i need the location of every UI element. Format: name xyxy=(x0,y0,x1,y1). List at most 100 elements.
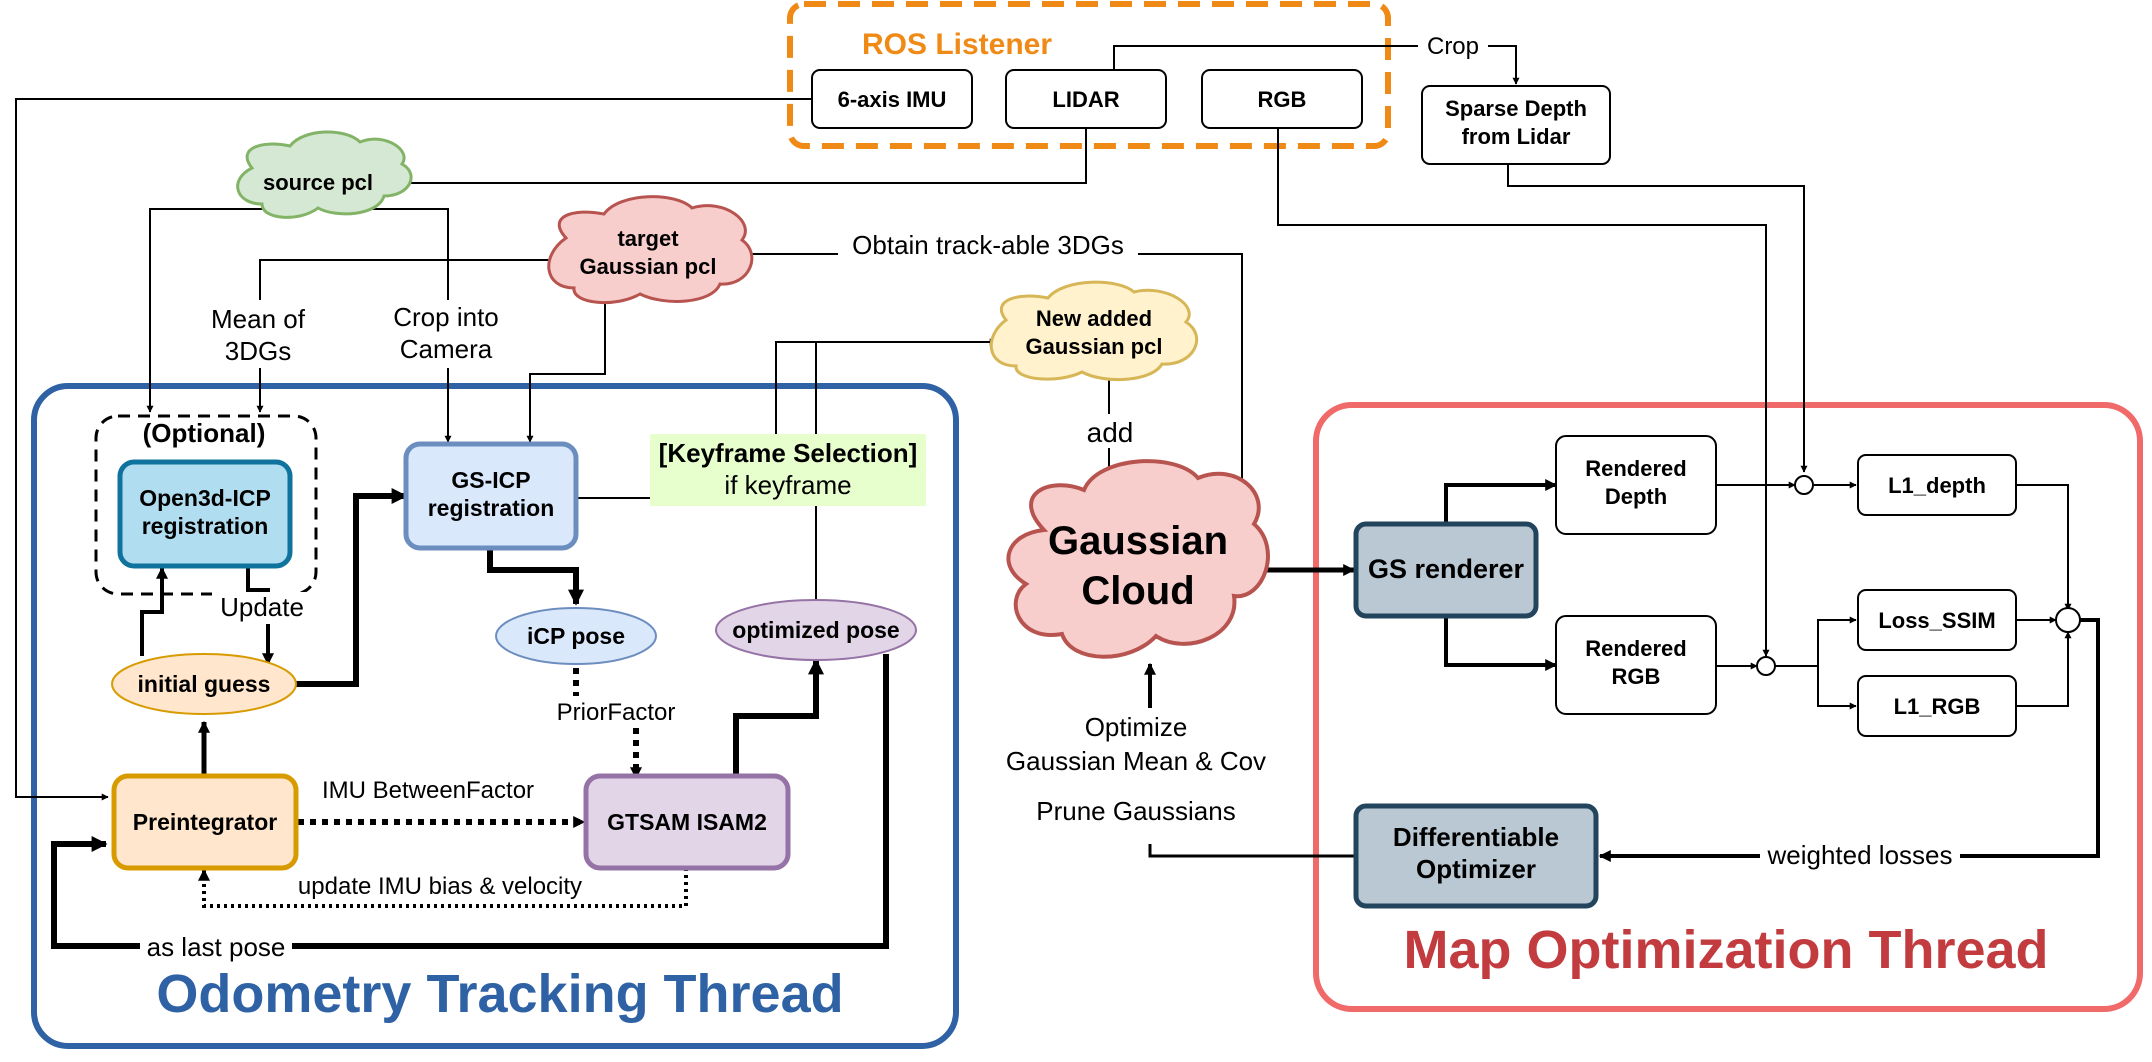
crop-label-bg xyxy=(1418,30,1488,60)
edge-keyframe-to-new-added xyxy=(775,338,997,468)
prior-label: PriorFactor xyxy=(557,699,676,726)
keyframe-selection-node[interactable] xyxy=(650,434,926,506)
loss-ssim-label: Loss_SSIM xyxy=(1878,608,1995,633)
prune-label: Prune Gaussians xyxy=(1036,796,1235,826)
ros-listener-title: ROS Listener xyxy=(862,28,1052,61)
edge-optimized-to-preint-last xyxy=(51,654,889,949)
sparse-depth-line1: Sparse Depth xyxy=(1445,96,1587,121)
loss-ssim-node[interactable] xyxy=(1857,589,2017,651)
icp-pose-node[interactable] xyxy=(495,607,657,665)
diff-optimizer-node[interactable] xyxy=(1353,803,1599,909)
new-added-line1: New added xyxy=(1036,306,1152,331)
update-label-bg xyxy=(212,592,312,624)
crop-label: Crop xyxy=(1427,33,1479,60)
edge-l1depth-to-sum xyxy=(2016,484,2072,611)
l1-rgb-label: L1_RGB xyxy=(1894,694,1981,719)
diff-optimizer-line1: Differentiable xyxy=(1393,822,1559,852)
l1-rgb-node[interactable] xyxy=(1857,675,2017,737)
icp-pose-label: iCP pose xyxy=(527,623,625,649)
initial-guess-node[interactable] xyxy=(111,653,297,715)
rendered-rgb-line2: RGB xyxy=(1612,664,1661,689)
optional-label: (Optional) xyxy=(143,418,266,448)
keyframe-line1: [Keyframe Selection] xyxy=(659,438,918,468)
edge-renderer-to-rgb xyxy=(1444,616,1558,671)
edge-gsicp-to-icp-pose xyxy=(487,550,584,606)
diff-optimizer-line2: Optimizer xyxy=(1416,854,1536,884)
rendered-depth-node[interactable] xyxy=(1555,435,1717,535)
l1-depth-node[interactable] xyxy=(1857,454,2017,516)
l1-depth-label: L1_depth xyxy=(1888,473,1986,498)
edge-open3d-to-initial-guess xyxy=(246,568,274,666)
edge-target-to-gsicp xyxy=(526,290,606,443)
mean-of-line2: 3DGs xyxy=(225,336,291,366)
mean-of-label-bg xyxy=(196,300,322,368)
edge-sparse-to-depth-merge xyxy=(1507,164,1808,473)
edge-merge-to-ssim xyxy=(1775,616,1857,667)
add-label-bg xyxy=(1084,414,1136,448)
rgb-label: RGB xyxy=(1258,87,1307,112)
rgb-node[interactable] xyxy=(1201,69,1363,129)
edge-optimizer-to-cloud xyxy=(1148,844,1356,858)
imu-label: 6-axis IMU xyxy=(838,87,947,112)
preintegrator-node[interactable] xyxy=(111,773,299,871)
edge-initial-guess-to-open3d xyxy=(140,566,168,656)
optimize-line2: Gaussian Mean & Cov xyxy=(1006,746,1266,776)
lidar-label: LIDAR xyxy=(1052,87,1119,112)
obtain-label: Obtain track-able 3DGs xyxy=(852,230,1124,260)
gs-icp-line2: registration xyxy=(428,495,555,521)
gaussian-cloud-line1: Gaussian xyxy=(1048,519,1228,563)
target-pcl-cloud[interactable]: target Gaussian pcl xyxy=(547,195,754,305)
open3d-icp-node[interactable] xyxy=(117,459,293,569)
crop-into-line2: Camera xyxy=(400,334,493,364)
weighted-losses-bg xyxy=(1760,840,1960,872)
target-pcl-line1: target xyxy=(617,226,679,251)
update-bias-label-bg xyxy=(268,872,612,902)
optional-container xyxy=(94,414,318,596)
edge-imu-to-preintegrator xyxy=(15,98,812,801)
gaussian-cloud[interactable]: Gaussian Cloud xyxy=(1006,459,1270,659)
update-label: Update xyxy=(220,592,304,622)
gaussian-cloud-line2: Cloud xyxy=(1081,569,1194,613)
gs-icp-node[interactable] xyxy=(403,441,579,551)
edge-rgb-to-rgb-merge xyxy=(1277,129,1770,657)
edge-renderer-to-depth xyxy=(1444,479,1558,524)
new-added-cloud[interactable]: New added Gaussian pcl xyxy=(989,280,1199,382)
lidar-node[interactable] xyxy=(1005,69,1167,129)
open3d-icp-line2: registration xyxy=(142,513,269,539)
optimize-label-bg xyxy=(996,708,1288,782)
gtsam-node[interactable] xyxy=(583,773,791,871)
keyframe-line2: if keyframe xyxy=(724,470,851,500)
source-pcl-cloud[interactable]: source pcl xyxy=(236,130,413,219)
target-pcl-line2: Gaussian pcl xyxy=(580,254,717,279)
rendered-rgb-line1: Rendered xyxy=(1585,636,1686,661)
gs-renderer-node[interactable] xyxy=(1353,521,1539,619)
edge-l1rgb-to-sum xyxy=(2016,631,2072,707)
optimized-pose-label: optimized pose xyxy=(732,617,899,643)
obtain-label-bg xyxy=(838,230,1138,262)
crop-into-line1: Crop into xyxy=(393,302,499,332)
loss-sum-circle xyxy=(2055,607,2081,633)
open3d-icp-line1: Open3d-ICP xyxy=(139,485,271,511)
initial-guess-label: initial guess xyxy=(138,671,271,697)
imu-between-label: IMU BetweenFactor xyxy=(322,777,534,804)
depth-merge-circle xyxy=(1794,475,1814,495)
sparse-depth-node[interactable] xyxy=(1421,85,1611,165)
prior-label-bg xyxy=(546,696,688,728)
mean-of-line1: Mean of xyxy=(211,304,306,334)
rendered-depth-line1: Rendered xyxy=(1585,456,1686,481)
rendered-rgb-node[interactable] xyxy=(1555,615,1717,715)
map-thread-title: Map Optimization Thread xyxy=(1403,920,2048,980)
edge-initial-guess-to-gsicp xyxy=(296,488,408,687)
rgb-merge-circle xyxy=(1756,656,1776,676)
optimized-pose-node[interactable] xyxy=(715,599,917,661)
imu-node[interactable] xyxy=(811,69,973,129)
update-bias-label: update IMU bias & velocity xyxy=(298,873,582,900)
gs-icp-line1: GS-ICP xyxy=(451,467,530,493)
rendered-depth-line2: Depth xyxy=(1605,484,1667,509)
optimize-line1: Optimize xyxy=(1085,712,1188,742)
crop-into-label-bg xyxy=(384,300,510,368)
new-added-line2: Gaussian pcl xyxy=(1026,334,1163,359)
odometry-title: Odometry Tracking Thread xyxy=(156,964,843,1024)
preintegrator-label: Preintegrator xyxy=(133,809,277,835)
weighted-losses-label: weighted losses xyxy=(1767,840,1953,870)
